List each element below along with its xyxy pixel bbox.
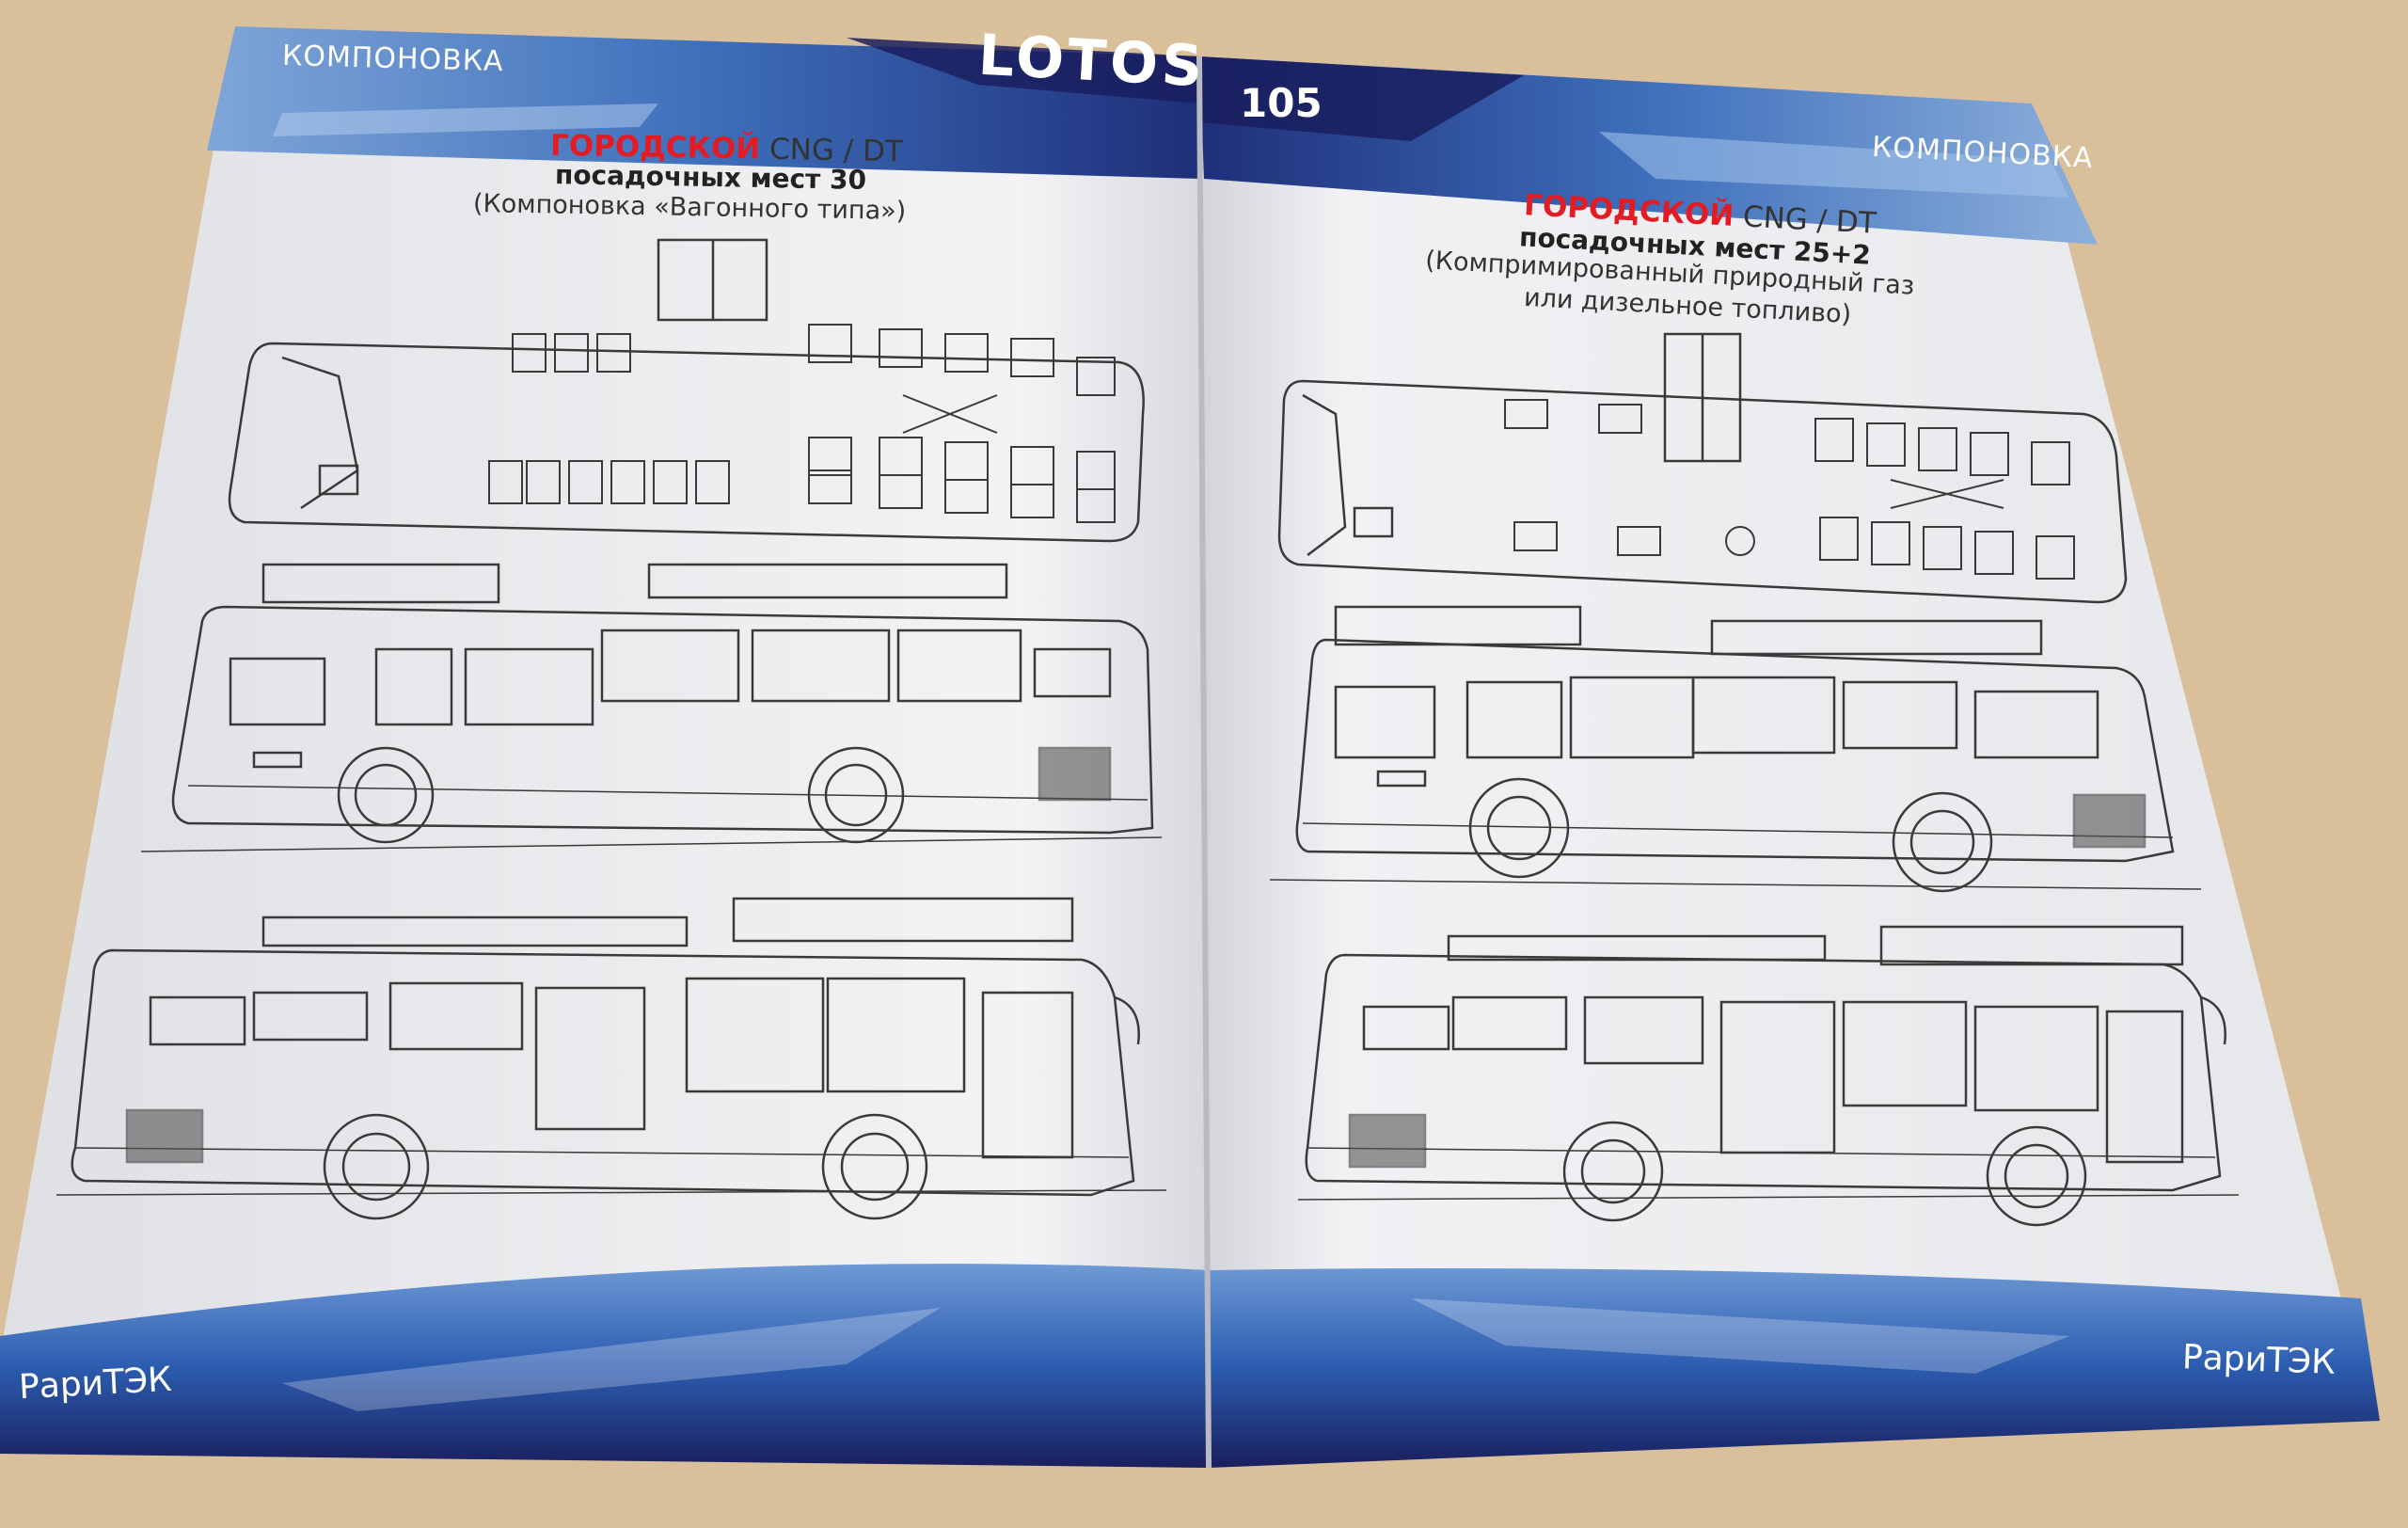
right-side-view-drawing <box>1269 605 2202 893</box>
footer-stripe <box>1411 1298 2069 1374</box>
header-stripe <box>847 38 1199 103</box>
header-stripe <box>1599 132 2069 198</box>
right-page <box>1199 56 2370 1468</box>
left-publisher-logo: РариТЭК <box>18 1360 173 1408</box>
footer-band <box>0 1264 2380 1468</box>
left-seats: посадочных мест 30 <box>554 159 867 196</box>
left-section-header: КОМПОНОВКА <box>281 39 504 79</box>
footer-stripe <box>282 1308 941 1411</box>
right-publisher-logo: РариТЭК <box>2181 1338 2337 1382</box>
left-side-view-drawing <box>140 563 1163 852</box>
header-stripe <box>1199 56 1524 141</box>
left-page <box>0 26 1209 1468</box>
lotos-logo: LOTOS <box>976 22 1208 101</box>
spine-fold <box>1196 56 1212 1469</box>
right-plan-view-drawing <box>1277 332 2128 604</box>
left-plan-view-drawing <box>228 238 1145 543</box>
page-number: 105 <box>1240 80 1323 126</box>
right-side-view-drawing <box>1297 925 2240 1227</box>
left-side-view-drawing <box>55 897 1167 1220</box>
header-stripe <box>273 103 658 136</box>
